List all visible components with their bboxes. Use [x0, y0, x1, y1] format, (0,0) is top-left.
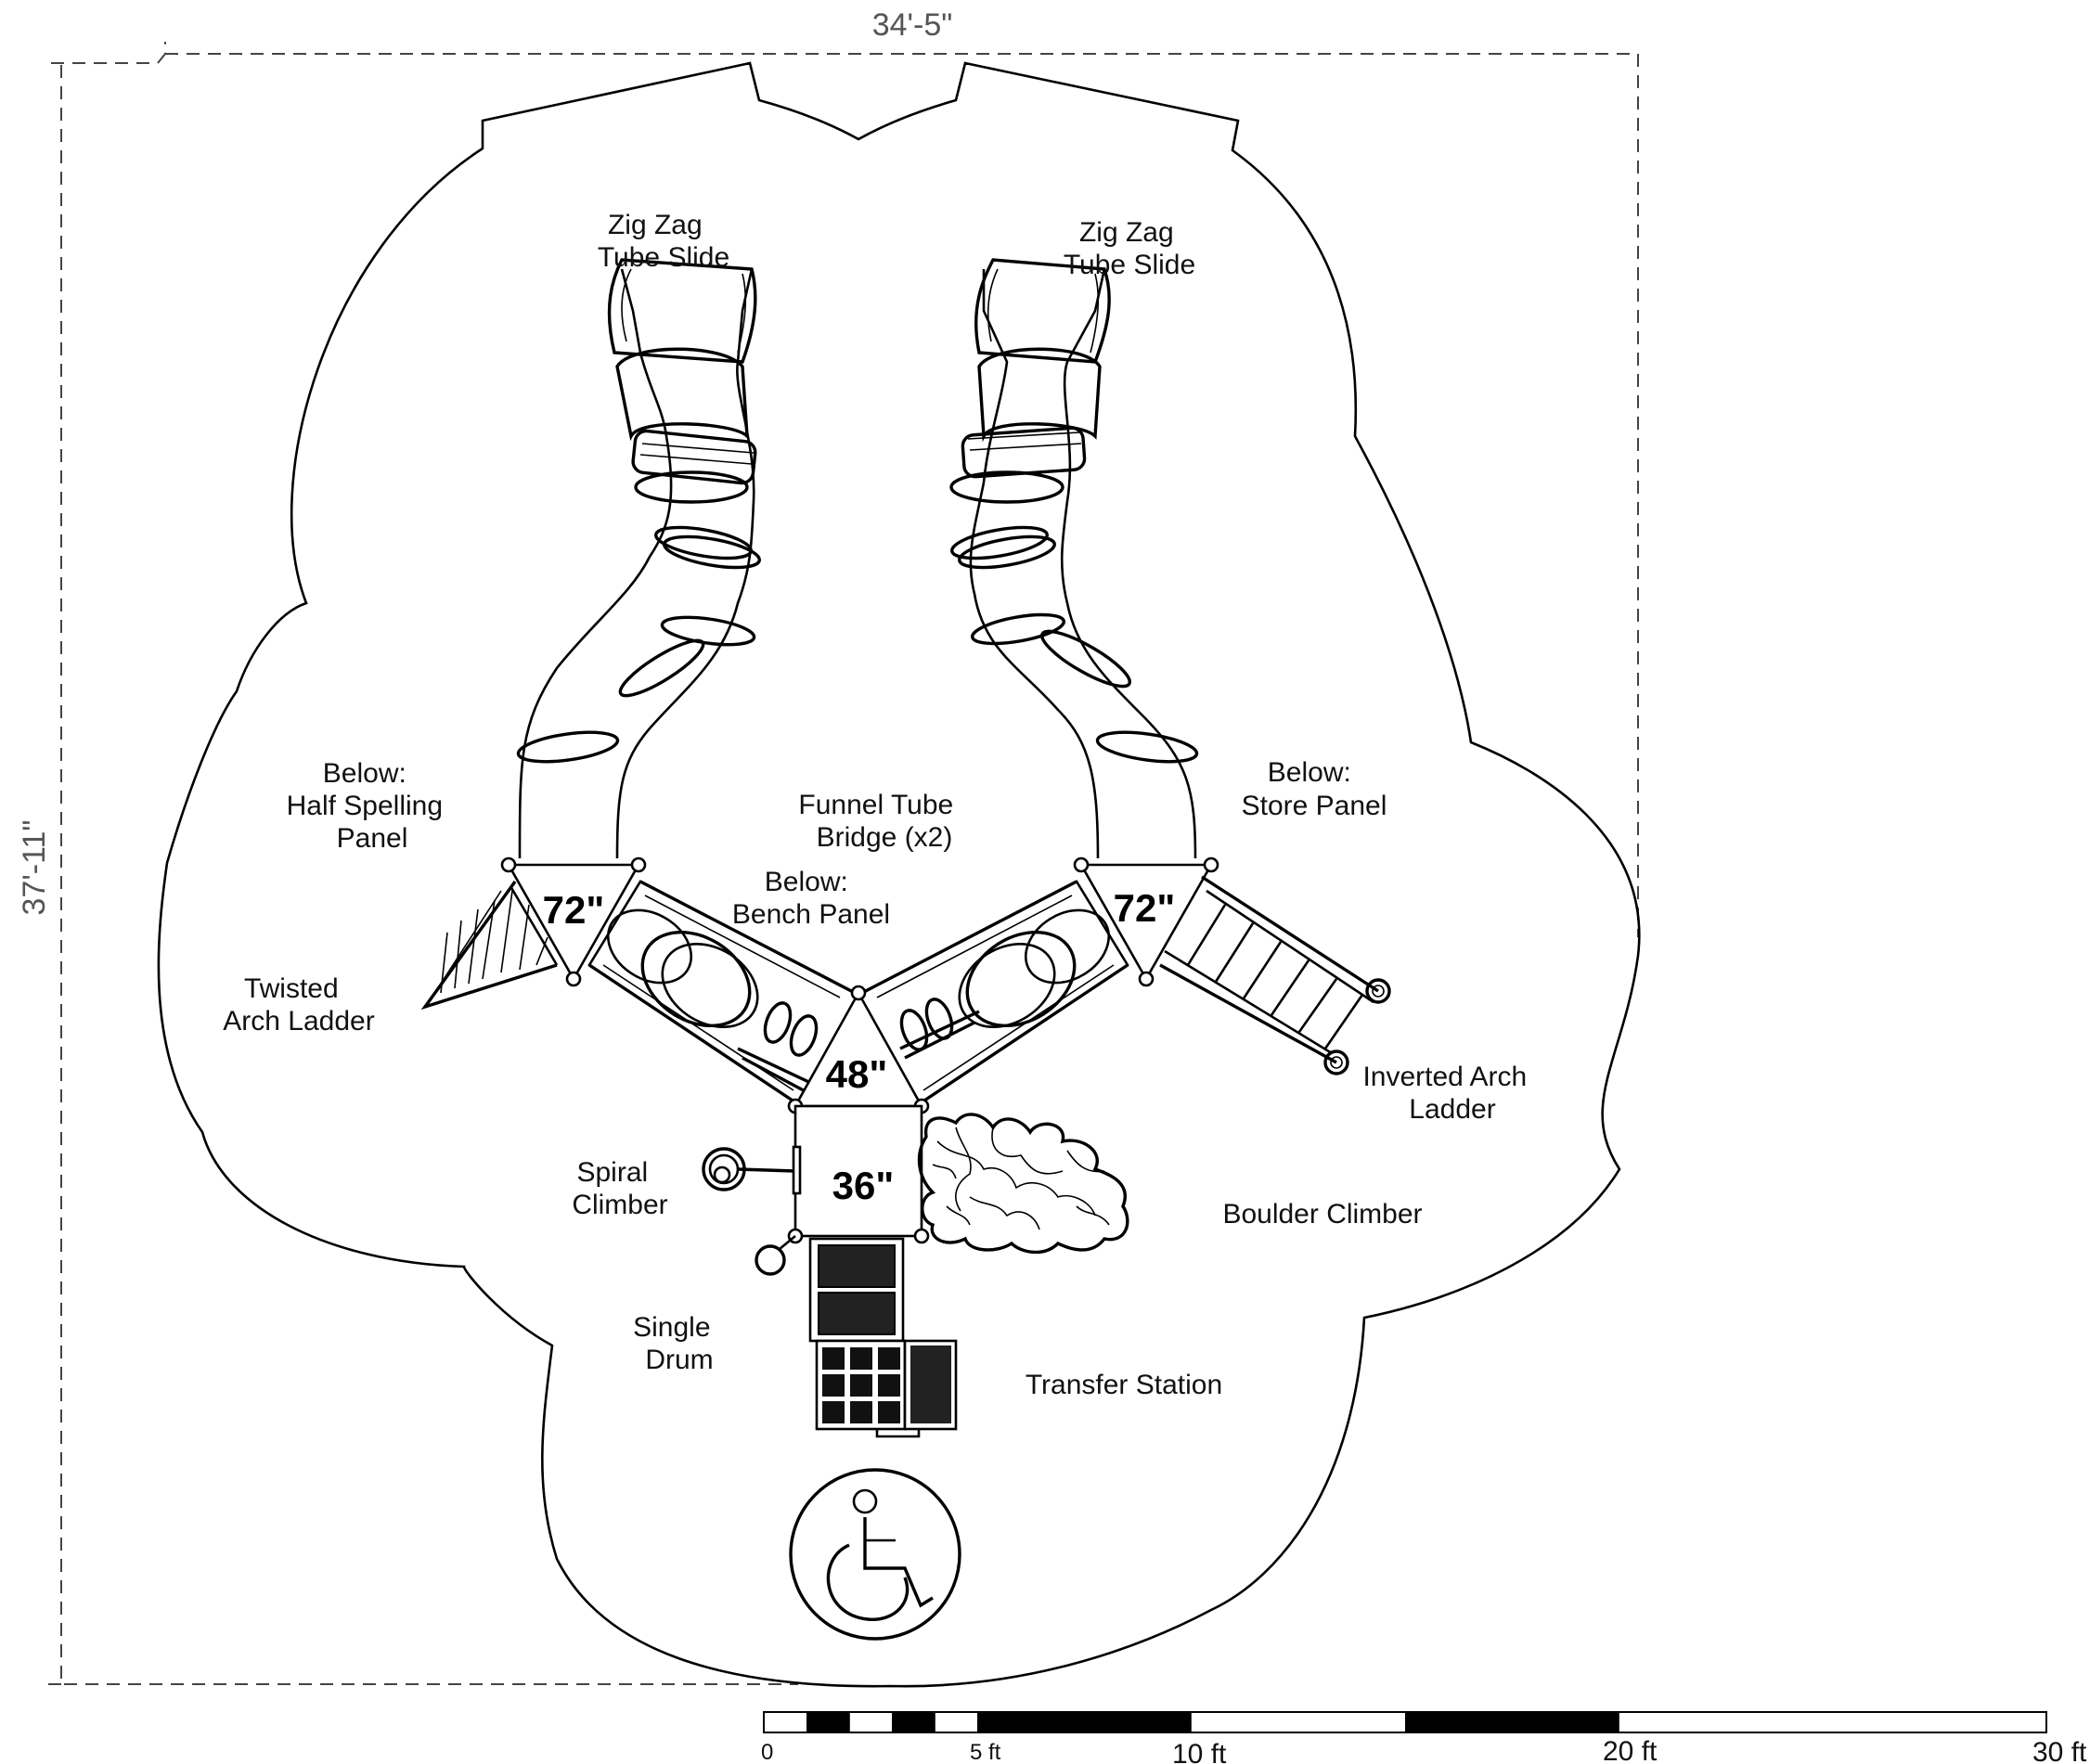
scale-label-30ft: 30 ft	[2032, 1737, 2087, 1764]
label-zigzag-right: Zig Zag Tube Slide	[1064, 217, 1195, 280]
label-bench-panel: Below: Bench Panel	[732, 867, 890, 930]
deck-lower-label: 36"	[832, 1164, 895, 1207]
label-spiral-climber: Spiral Climber	[572, 1157, 667, 1220]
accessibility-icon	[789, 1468, 961, 1641]
zigzag-slide-left	[516, 258, 761, 859]
funnel-bridge-right	[857, 880, 1129, 1106]
deck-right-label: 72"	[1114, 886, 1176, 930]
scale-label-20ft: 20 ft	[1603, 1736, 1658, 1764]
funnel-bridge-left	[587, 880, 860, 1106]
label-store-panel: Below: Store Panel	[1242, 757, 1387, 821]
deck-center-label: 48"	[826, 1052, 888, 1096]
single-drum	[755, 1234, 796, 1276]
deck-right-72	[1073, 856, 1219, 987]
deck-lower-36	[787, 1104, 930, 1244]
scale-bar	[763, 1711, 2047, 1733]
twisted-arch-ladder	[420, 881, 559, 1011]
zigzag-slide-right	[949, 258, 1199, 859]
label-single-drum: Single Drum	[633, 1312, 718, 1375]
transfer-station	[808, 1237, 958, 1438]
spiral-climber	[702, 1145, 802, 1195]
label-transfer-station: Transfer Station	[1026, 1370, 1222, 1400]
width-dimension: 34'-5"	[872, 7, 953, 43]
label-half-spelling-panel: Below: Half Spelling Panel	[287, 758, 451, 854]
inverted-arch-ladder	[1159, 875, 1391, 1075]
deck-left-72	[500, 856, 647, 987]
label-inverted-arch-ladder: Inverted Arch Ladder	[1362, 1062, 1534, 1125]
label-zigzag-left: Zig Zag Tube Slide	[598, 210, 729, 273]
scale-label-10ft: 10 ft	[1172, 1739, 1227, 1764]
label-funnel-tube-bridge: Funnel Tube Bridge (x2)	[798, 790, 961, 853]
use-zone-outline	[157, 61, 1641, 1688]
label-twisted-arch-ladder: Twisted Arch Ladder	[223, 973, 374, 1037]
deck-left-label: 72"	[543, 888, 605, 932]
label-boulder-climber: Boulder Climber	[1222, 1199, 1422, 1230]
scale-label-0: 0	[761, 1740, 773, 1764]
height-dimension: 37'-11"	[17, 820, 52, 916]
dimension-lines	[48, 42, 1639, 1685]
scale-label-5ft: 5 ft	[970, 1740, 1001, 1764]
boulder-climber	[917, 1113, 1129, 1255]
